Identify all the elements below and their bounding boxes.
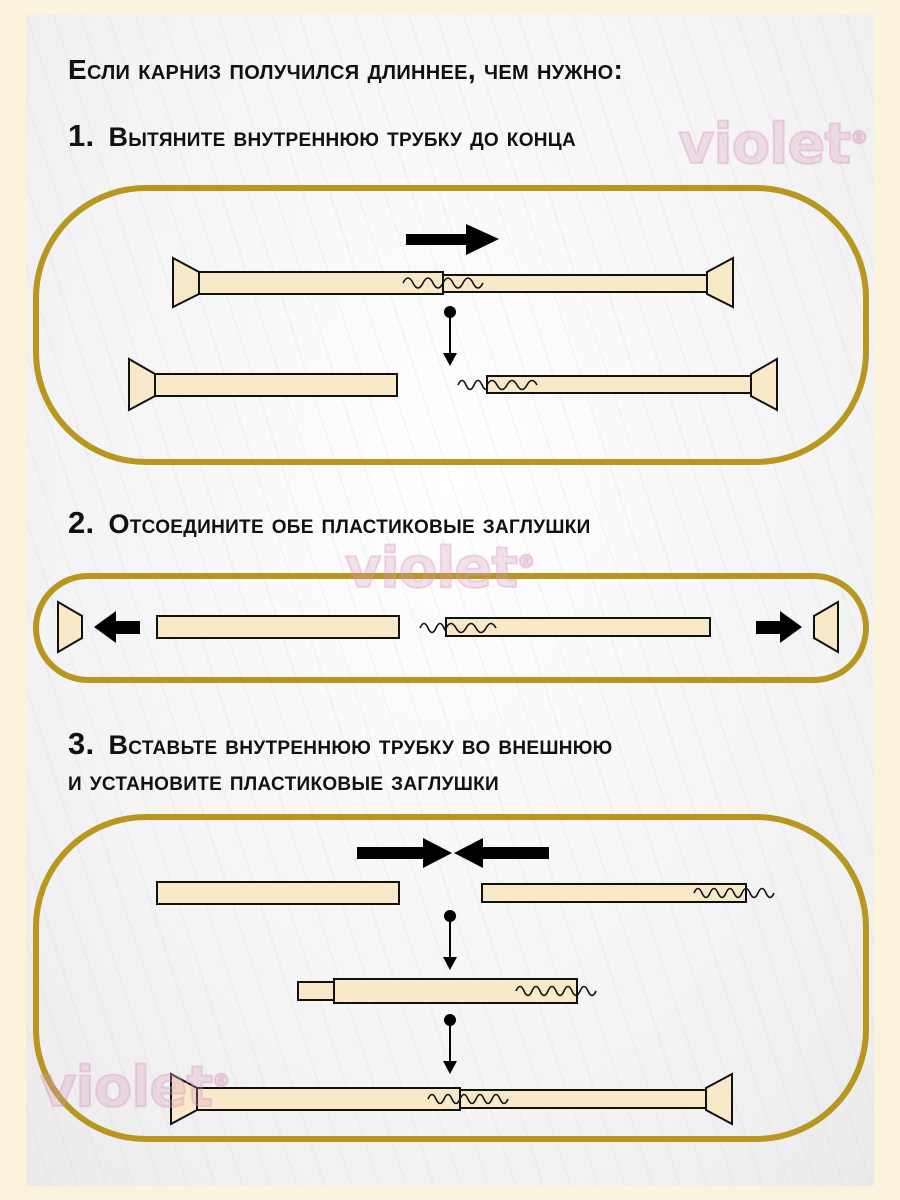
inner-tube bbox=[445, 617, 711, 637]
panel-1-frame bbox=[33, 185, 869, 465]
spring-icon bbox=[693, 887, 775, 899]
end-cap-icon bbox=[750, 357, 778, 412]
step-2-text: Отсоедините обе пластиковые заглушки bbox=[108, 509, 591, 539]
end-cap-icon bbox=[813, 600, 839, 654]
outer-tube bbox=[333, 978, 578, 1004]
arrow-right-icon bbox=[756, 611, 802, 643]
end-cap-icon bbox=[128, 357, 156, 412]
step-1-text: Вытяните внутреннюю трубку до конца bbox=[108, 122, 576, 152]
panel-2-frame bbox=[33, 573, 869, 683]
page-title: Если карниз получился длиннее, чем нужно… bbox=[68, 54, 624, 85]
step-3-text-line-1: Вставьте внутреннюю трубку во внешнюю bbox=[108, 730, 613, 760]
arrow-down-icon bbox=[443, 306, 457, 366]
inner-tube bbox=[297, 981, 335, 1001]
spring-icon bbox=[515, 985, 597, 997]
arrow-left-icon bbox=[94, 611, 140, 643]
spring-icon bbox=[402, 277, 484, 289]
panel-3-frame bbox=[33, 814, 869, 1142]
violet-watermark-logo: violet® bbox=[344, 535, 536, 602]
outer-tube bbox=[198, 271, 444, 295]
step-1-instruction: 1.Вытяните внутреннюю трубку до конца bbox=[57, 110, 576, 160]
outer-tube bbox=[156, 881, 400, 905]
arrow-left-icon-head bbox=[454, 838, 483, 868]
outer-tube bbox=[154, 373, 398, 397]
end-cap-icon bbox=[705, 1072, 733, 1126]
violet-watermark-logo: violet® bbox=[39, 1054, 231, 1121]
inner-tube bbox=[459, 1089, 707, 1109]
end-cap-icon bbox=[706, 256, 734, 309]
arrow-right-icon-head bbox=[466, 224, 499, 255]
violet-watermark-logo: violet® bbox=[677, 111, 869, 178]
outer-tube bbox=[196, 1087, 461, 1111]
inner-tube bbox=[481, 883, 747, 903]
spring-icon bbox=[427, 1093, 509, 1105]
panel-1-top-assembly bbox=[172, 256, 734, 309]
step-3-text-line-2: и установите пластиковые заглушки bbox=[68, 766, 499, 796]
arrow-left-icon bbox=[481, 847, 549, 859]
spring-icon bbox=[445, 622, 497, 634]
spring-icon bbox=[486, 379, 538, 391]
panel-1-bottom-assembly bbox=[128, 357, 778, 412]
arrow-right-icon bbox=[406, 234, 468, 245]
arrow-down-icon bbox=[443, 1014, 457, 1074]
end-cap-icon bbox=[57, 600, 83, 654]
end-cap-icon bbox=[172, 256, 200, 309]
outer-tube bbox=[156, 615, 400, 639]
arrow-down-icon bbox=[443, 910, 457, 970]
arrow-right-icon bbox=[357, 847, 425, 859]
arrow-right-icon-head bbox=[423, 838, 452, 868]
